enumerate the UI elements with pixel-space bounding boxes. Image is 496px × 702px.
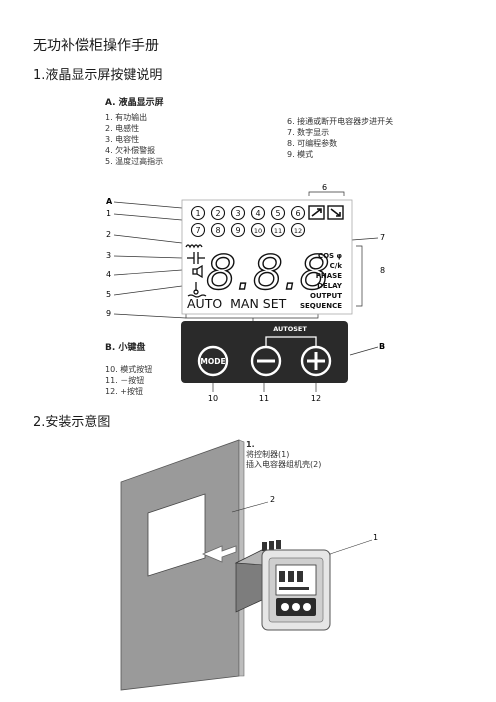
- lcd-keypad-diagram: A 1 2 3 4 5 9 6 7 8 B 10 11 12: [106, 183, 385, 403]
- step-8: 8: [215, 226, 220, 235]
- legend-item: 9. 模式: [287, 150, 314, 159]
- installation-diagram: 2 1: [120, 439, 378, 691]
- step-1: 1: [195, 209, 200, 218]
- callout-B: B: [379, 342, 385, 351]
- temperature-icon: [187, 282, 207, 298]
- page-title: 无功补偿柜操作手册: [33, 38, 159, 54]
- alarm-speaker-icon: [192, 264, 203, 279]
- param-cosphi: COS φ: [318, 252, 343, 260]
- lcd-legend-left: 1. 有功输出 2. 电感性 3. 电容性 4. 欠补偿警报 5. 温度过高指示: [105, 112, 163, 167]
- legend-item: 12. +按钮: [105, 387, 143, 396]
- legend-item: 6. 接通或断开电容器步进开关: [287, 117, 394, 126]
- plus-button[interactable]: [300, 345, 332, 377]
- step-5: 5: [275, 209, 280, 218]
- minus-button[interactable]: [250, 345, 282, 377]
- section-heading-lcd: 1.液晶显示屏按键说明: [33, 68, 163, 83]
- terminal-block: [262, 540, 281, 551]
- keypad-section-title: B. 小键盘: [105, 343, 146, 353]
- section-heading-install: 2.安装示意图: [33, 415, 111, 430]
- mode-button-label: MODE: [200, 357, 225, 366]
- install-note: 1. 将控制器(1) 插入电容器组机壳(2): [246, 440, 321, 470]
- step-6: 6: [295, 209, 300, 218]
- install-note-title: 1.: [246, 440, 255, 449]
- legend-item: 10. 模式按钮: [105, 365, 153, 374]
- callout-4: 4: [106, 270, 111, 279]
- lcd-section-title: A. 液晶显示屏: [105, 98, 164, 108]
- mini-keypad-buttons: [281, 603, 311, 611]
- callout-2: 2: [106, 230, 111, 239]
- install-callout-1: 1: [373, 533, 378, 542]
- callout-1: 1: [106, 209, 111, 218]
- inductive-icon: [185, 244, 203, 249]
- step-7: 7: [195, 226, 200, 235]
- legend-item: 4. 欠补偿警报: [105, 146, 156, 155]
- callout-12: 12: [311, 394, 321, 403]
- mode-indicators: AUTO MAN SET: [187, 296, 287, 311]
- step-4: 4: [255, 209, 260, 218]
- mode-button[interactable]: MODE: [197, 345, 229, 377]
- legend-item: 8. 可编程参数: [287, 139, 338, 148]
- autoset-label: AUTOSET: [273, 325, 307, 333]
- insert-arrow-icon: [201, 545, 237, 563]
- callout-11: 11: [259, 394, 269, 403]
- legend-item: 2. 电感性: [105, 124, 140, 133]
- step-12: 12: [294, 227, 302, 235]
- callout-10: 10: [208, 394, 218, 403]
- plus-icon: [307, 352, 325, 370]
- callout-5: 5: [106, 290, 111, 299]
- callout-7: 7: [380, 233, 385, 242]
- param-ck: C/k: [330, 262, 343, 270]
- callout-9: 9: [106, 309, 111, 318]
- legend-item: 3. 电容性: [105, 135, 140, 144]
- step-2: 2: [215, 209, 220, 218]
- callout-3: 3: [106, 251, 111, 260]
- legend-item: 5. 温度过高指示: [105, 157, 164, 166]
- step-indicators: [190, 205, 306, 238]
- step-10: 10: [254, 227, 262, 235]
- param-delay: DELAY: [317, 282, 343, 290]
- lcd-digits: 8.8.8: [206, 246, 331, 301]
- step-arrow-icons: [308, 205, 344, 220]
- panel-cutout: [147, 493, 206, 577]
- param-output: OUTPUT: [310, 292, 342, 300]
- callout-8: 8: [380, 266, 385, 275]
- legend-item: 7. 数字显示: [287, 128, 330, 137]
- capacitive-icon: [187, 252, 205, 264]
- param-phase: PHASE: [316, 272, 342, 280]
- callout-A: A: [106, 197, 113, 206]
- legend-item: 1. 有功输出: [105, 113, 148, 122]
- keypad-legend: 10. 模式按钮 11. －按钮 12. +按钮: [105, 364, 152, 397]
- step-11: 11: [274, 227, 282, 235]
- step-9: 9: [235, 226, 240, 235]
- param-sequence: SEQUENCE: [300, 302, 342, 310]
- install-note-line: 插入电容器组机壳(2): [246, 460, 322, 469]
- callout-6: 6: [322, 183, 327, 192]
- legend-item: 11. －按钮: [105, 376, 145, 385]
- install-callout-2: 2: [270, 495, 275, 504]
- lcd-legend-right: 6. 接通或断开电容器步进开关 7. 数字显示 8. 可编程参数 9. 模式: [287, 116, 393, 160]
- autoset-bracket: [265, 336, 317, 348]
- step-3: 3: [235, 209, 240, 218]
- install-note-line: 将控制器(1): [246, 450, 290, 459]
